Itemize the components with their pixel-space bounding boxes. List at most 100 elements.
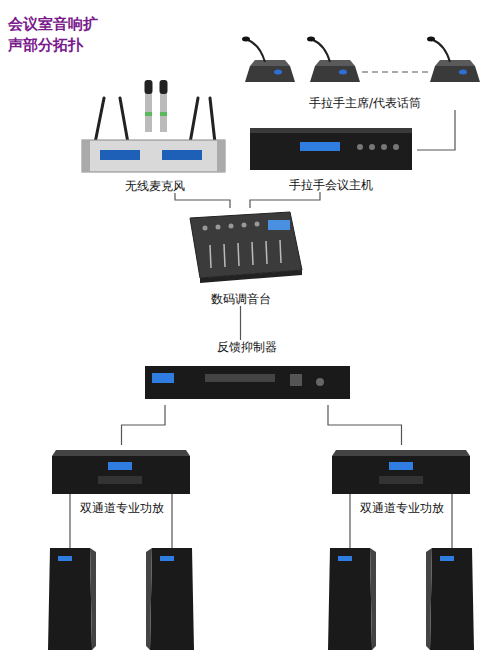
mixer-body xyxy=(190,212,302,278)
conference-mic xyxy=(242,37,295,83)
mic-base-top xyxy=(315,60,355,66)
fader xyxy=(210,245,211,268)
display xyxy=(300,142,340,151)
mic-head xyxy=(145,80,153,94)
device-label: 双通道专业功放 xyxy=(78,501,166,515)
mic-base xyxy=(245,66,295,82)
speaker-cabinet xyxy=(430,548,474,650)
knob xyxy=(255,222,260,227)
display xyxy=(100,150,140,160)
dashed-chain xyxy=(362,71,428,72)
host-body xyxy=(250,128,412,170)
knob xyxy=(369,144,375,150)
conference-host xyxy=(250,128,412,170)
gooseneck xyxy=(248,40,265,62)
conference-mic xyxy=(427,37,480,83)
display xyxy=(162,150,202,160)
mic-band xyxy=(160,112,167,116)
mic-band xyxy=(145,112,152,116)
mic-button xyxy=(274,70,282,75)
amplifier xyxy=(52,450,190,494)
speaker xyxy=(426,548,474,650)
logo xyxy=(58,556,72,561)
host-top xyxy=(250,128,412,133)
device-node: 手拉手主席/代表话筒 xyxy=(240,35,490,110)
conference-mic xyxy=(307,37,360,83)
signal-wire xyxy=(328,405,402,445)
speaker-side xyxy=(90,548,96,650)
speaker xyxy=(48,548,96,650)
amp-top xyxy=(52,450,190,456)
knob xyxy=(381,144,387,150)
mic-base xyxy=(310,66,360,82)
knob xyxy=(316,378,324,386)
diagram-title: 会议室音响扩 声部分拓扑 xyxy=(8,14,108,56)
device-node: 无线麦克风 xyxy=(80,78,230,193)
handheld-mic xyxy=(160,92,167,132)
speaker-cabinet xyxy=(48,548,92,650)
speaker xyxy=(146,548,194,650)
logo xyxy=(160,556,174,561)
signal-wire xyxy=(250,192,320,208)
knob xyxy=(229,224,234,229)
logo xyxy=(389,462,413,470)
device-label: 无线麦克风 xyxy=(123,179,187,193)
amp-body xyxy=(332,456,470,494)
mic-head xyxy=(427,37,435,42)
speaker-wire xyxy=(70,494,452,548)
amp-body xyxy=(52,456,190,494)
logo xyxy=(108,462,132,470)
antenna xyxy=(95,98,104,143)
antenna xyxy=(190,98,198,143)
knob xyxy=(203,226,208,231)
device-label: 双通道专业功放 xyxy=(358,501,446,515)
device-node: 双通道专业功放 xyxy=(328,445,475,515)
gooseneck xyxy=(313,40,330,62)
speaker-cabinet xyxy=(328,548,372,650)
receiver-body xyxy=(82,140,225,172)
signal-wire xyxy=(240,306,241,340)
speaker xyxy=(328,548,376,650)
mic-base xyxy=(430,66,480,82)
panel xyxy=(98,476,142,484)
knob xyxy=(242,223,247,228)
wireless-receiver xyxy=(82,80,225,172)
device-node: 手拉手会议主机 xyxy=(245,122,417,192)
mic-head xyxy=(160,80,168,94)
fader xyxy=(238,243,239,266)
feedback-suppressor xyxy=(145,366,350,399)
panel xyxy=(379,476,423,484)
mic-button xyxy=(459,70,467,75)
device-node: 反馈抑制器 xyxy=(140,340,353,405)
signal-wire xyxy=(417,110,455,150)
antenna xyxy=(120,98,128,143)
device-label: 数码调音台 xyxy=(209,292,273,306)
amp-top xyxy=(332,450,470,456)
display xyxy=(268,220,290,230)
speaker-side xyxy=(370,548,376,650)
knob xyxy=(216,225,221,230)
logo xyxy=(338,556,352,561)
mic-base-top xyxy=(250,60,290,66)
mixer-front xyxy=(200,270,302,283)
speaker-side xyxy=(426,548,432,650)
mic-base-top xyxy=(435,60,475,66)
speaker-cabinet xyxy=(150,548,194,650)
device-node: 数码调音台 xyxy=(178,208,303,306)
suppressor-body xyxy=(145,366,350,399)
knob xyxy=(393,144,399,150)
fader xyxy=(280,240,281,263)
device-label: 手拉手主席/代表话筒 xyxy=(307,96,423,110)
signal-wire xyxy=(122,405,166,445)
fader xyxy=(266,241,267,264)
fader xyxy=(252,242,253,265)
speaker-side xyxy=(146,548,152,650)
rack-ear xyxy=(82,140,90,172)
logo xyxy=(440,556,454,561)
mixer xyxy=(190,212,302,283)
mic-head xyxy=(307,37,315,42)
antenna xyxy=(210,98,215,143)
